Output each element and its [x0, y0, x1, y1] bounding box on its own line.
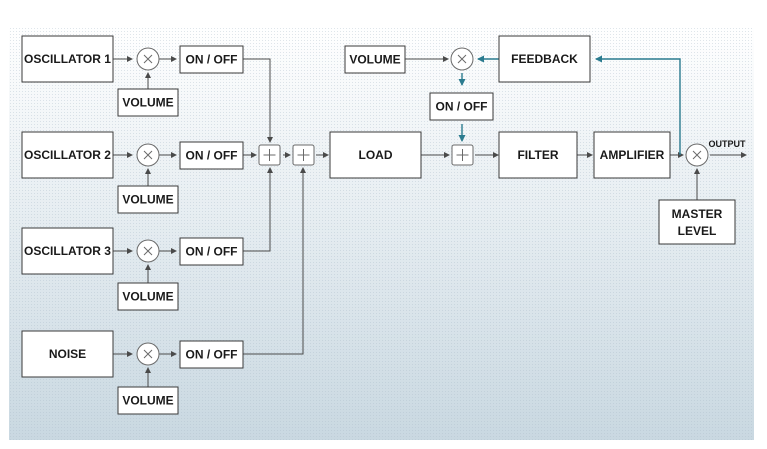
multiply-node-osc1	[136, 47, 160, 71]
feedback-block: FEEDBACK	[498, 35, 591, 83]
volume-osc2-block: VOLUME	[117, 185, 179, 214]
volume-osc3-block: VOLUME	[117, 282, 179, 311]
feedback-volume-label: VOLUME	[349, 53, 400, 67]
volume-osc2-label: VOLUME	[122, 193, 173, 207]
on-off-osc3-label: ON / OFF	[186, 245, 238, 259]
sum-node-c	[451, 144, 474, 166]
oscillator-3-label: OSCILLATOR 3	[24, 244, 111, 258]
volume-osc1-label: VOLUME	[122, 96, 173, 110]
filter-label: FILTER	[517, 148, 558, 162]
volume-osc1-block: VOLUME	[117, 88, 179, 117]
diagram-dot-texture	[9, 26, 754, 440]
sum-node-b	[292, 144, 315, 166]
sum-node-a	[258, 144, 281, 166]
load-block: LOAD	[329, 131, 422, 179]
amplifier-label: AMPLIFIER	[600, 148, 665, 162]
volume-noise-block: VOLUME	[117, 386, 179, 415]
noise-label: NOISE	[49, 347, 86, 361]
feedback-on-off-block: ON / OFF	[429, 92, 494, 121]
output-label: OUTPUT	[709, 139, 747, 149]
multiply-node-noise	[136, 342, 160, 366]
oscillator-1-label: OSCILLATOR 1	[24, 52, 111, 66]
on-off-noise-label: ON / OFF	[186, 348, 238, 362]
oscillator-2-label: OSCILLATOR 2	[24, 148, 111, 162]
volume-osc3-label: VOLUME	[122, 290, 173, 304]
noise-block: NOISE	[21, 330, 114, 378]
on-off-osc1-block: ON / OFF	[179, 45, 244, 74]
on-off-osc3-block: ON / OFF	[179, 237, 244, 266]
multiply-node-feedback	[450, 47, 474, 71]
oscillator-3-block: OSCILLATOR 3	[21, 227, 114, 275]
feedback-volume-block: VOLUME	[344, 45, 406, 74]
load-label: LOAD	[359, 148, 393, 162]
filter-block: FILTER	[498, 131, 578, 179]
feedback-on-off-label: ON / OFF	[436, 100, 488, 114]
signal-wires	[112, 56, 747, 387]
on-off-osc1-label: ON / OFF	[186, 53, 238, 67]
amplifier-block: AMPLIFIER	[593, 131, 671, 179]
oscillator-1-block: OSCILLATOR 1	[21, 35, 114, 83]
on-off-noise-block: ON / OFF	[179, 340, 244, 369]
oscillator-2-block: OSCILLATOR 2	[21, 131, 114, 179]
master-level-block: MASTER LEVEL	[658, 199, 736, 245]
volume-noise-label: VOLUME	[122, 394, 173, 408]
on-off-osc2-label: ON / OFF	[186, 149, 238, 163]
multiply-node-master	[685, 143, 709, 167]
on-off-osc2-block: ON / OFF	[179, 141, 244, 170]
multiply-node-osc3	[136, 239, 160, 263]
master-level-label-line2: LEVEL	[678, 224, 717, 238]
feedback-label: FEEDBACK	[511, 52, 578, 66]
master-level-label-line1: MASTER	[672, 207, 723, 221]
multiply-node-osc2	[136, 143, 160, 167]
feedback-wires	[458, 55, 681, 155]
